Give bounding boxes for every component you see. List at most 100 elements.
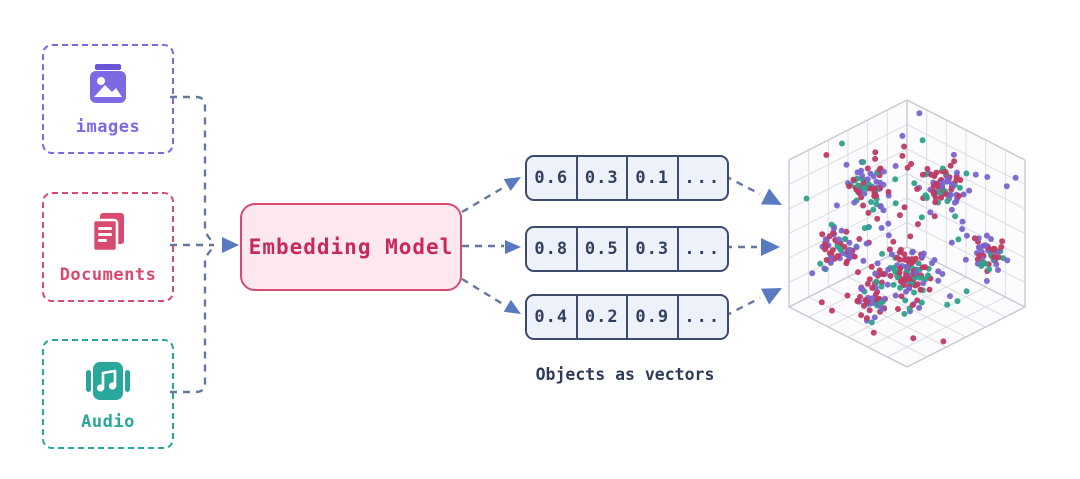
scatter-point bbox=[901, 204, 908, 211]
scatter-point bbox=[890, 238, 897, 245]
scatter-point bbox=[872, 149, 879, 156]
scatter-point bbox=[925, 272, 931, 279]
scatter-point bbox=[856, 189, 863, 196]
scatter-point bbox=[874, 215, 881, 222]
scatter-point bbox=[851, 253, 858, 260]
scatter-point bbox=[843, 260, 850, 267]
scatter-point bbox=[884, 281, 891, 288]
scatter-point bbox=[859, 286, 866, 293]
arrowhead bbox=[222, 237, 239, 253]
vector-cell: 0.1 bbox=[628, 157, 679, 199]
scatter-point bbox=[853, 244, 860, 251]
scatter-point bbox=[931, 257, 938, 263]
vector-cell: 0.3 bbox=[628, 228, 679, 270]
scatter-point bbox=[878, 225, 885, 231]
scatter-point bbox=[920, 280, 927, 287]
scatter-point bbox=[903, 272, 910, 279]
scatter-point bbox=[940, 338, 947, 345]
scatter-point bbox=[931, 213, 938, 220]
scatter-point bbox=[897, 246, 904, 253]
scatter-point bbox=[912, 269, 919, 276]
scatter-point bbox=[908, 160, 915, 167]
scatter-point bbox=[856, 236, 863, 242]
scatter-point bbox=[1003, 183, 1010, 190]
scatter-point bbox=[864, 176, 871, 183]
source-box-audio: Audio bbox=[42, 339, 174, 449]
scatter-point bbox=[986, 266, 993, 273]
scatter-point bbox=[869, 295, 875, 302]
cube-edge bbox=[906, 99, 1026, 161]
scatter-point bbox=[855, 269, 861, 276]
scatter-point bbox=[963, 288, 970, 295]
scatter-point bbox=[931, 190, 938, 197]
scatter-point bbox=[880, 168, 887, 175]
scatter-point bbox=[865, 209, 872, 216]
scatter-point bbox=[916, 110, 923, 117]
scatter-point bbox=[826, 233, 833, 240]
scatter-point bbox=[880, 181, 887, 188]
scatter-point bbox=[867, 185, 874, 192]
scatter-point bbox=[886, 246, 893, 253]
scatter-point bbox=[892, 200, 899, 207]
scatter-point bbox=[983, 232, 990, 239]
scatter-point bbox=[879, 250, 886, 257]
scatter-point bbox=[959, 218, 966, 225]
scatter-point bbox=[859, 172, 866, 179]
scatter-point bbox=[959, 226, 966, 232]
dashed-connector bbox=[724, 174, 761, 196]
arrowhead bbox=[760, 188, 782, 205]
scatter-point bbox=[904, 264, 910, 270]
scatter-point bbox=[885, 188, 892, 195]
scatter-point bbox=[823, 152, 830, 158]
scatter-point bbox=[858, 312, 865, 319]
scatter-point bbox=[827, 259, 834, 266]
scatter-point bbox=[953, 177, 960, 184]
scatter-point bbox=[966, 187, 973, 194]
arrowhead bbox=[761, 238, 780, 256]
scatter-point bbox=[864, 280, 871, 287]
arrowhead bbox=[503, 299, 521, 314]
scatter-point bbox=[887, 272, 894, 279]
arrowhead bbox=[505, 240, 521, 254]
scatter-point bbox=[860, 202, 867, 209]
scatter-point bbox=[809, 270, 816, 277]
scatter-point bbox=[911, 180, 918, 187]
dashed-connector bbox=[461, 277, 507, 308]
scatter-point bbox=[906, 285, 912, 292]
scatter-point bbox=[869, 285, 876, 291]
scatter-point bbox=[918, 299, 925, 306]
scatter-point bbox=[885, 220, 892, 227]
scatter-point bbox=[971, 235, 978, 242]
scatter-point bbox=[878, 283, 885, 290]
scatter-point bbox=[991, 254, 998, 260]
scatter-point bbox=[819, 231, 826, 238]
vector-cell: 0.9 bbox=[628, 296, 679, 338]
dashed-connector bbox=[170, 95, 214, 244]
source-label-documents: Documents bbox=[59, 264, 157, 285]
scatter-point bbox=[880, 207, 887, 214]
source-label-audio: Audio bbox=[81, 411, 135, 432]
scatter-point bbox=[951, 158, 958, 165]
scatter-point bbox=[960, 191, 967, 198]
scatter-point bbox=[878, 305, 885, 312]
scatter-point bbox=[877, 203, 884, 209]
scatter-point bbox=[904, 164, 911, 171]
scatter-point bbox=[895, 306, 901, 312]
scatter-point bbox=[864, 165, 871, 172]
scatter-point bbox=[932, 199, 939, 206]
scatter-point bbox=[839, 140, 845, 147]
cube-edge bbox=[788, 246, 908, 308]
scatter-point bbox=[919, 171, 926, 178]
scatter-point bbox=[866, 307, 873, 314]
scatter-point bbox=[915, 260, 922, 267]
scatter-point bbox=[858, 167, 865, 174]
scatter-point bbox=[874, 260, 881, 267]
dashed-connector bbox=[724, 296, 761, 318]
scatter-point bbox=[863, 240, 870, 247]
scatter-point bbox=[947, 293, 953, 300]
scatter-point bbox=[923, 193, 930, 200]
scatter-point bbox=[954, 298, 961, 305]
vector-cell: 0.2 bbox=[578, 296, 628, 338]
